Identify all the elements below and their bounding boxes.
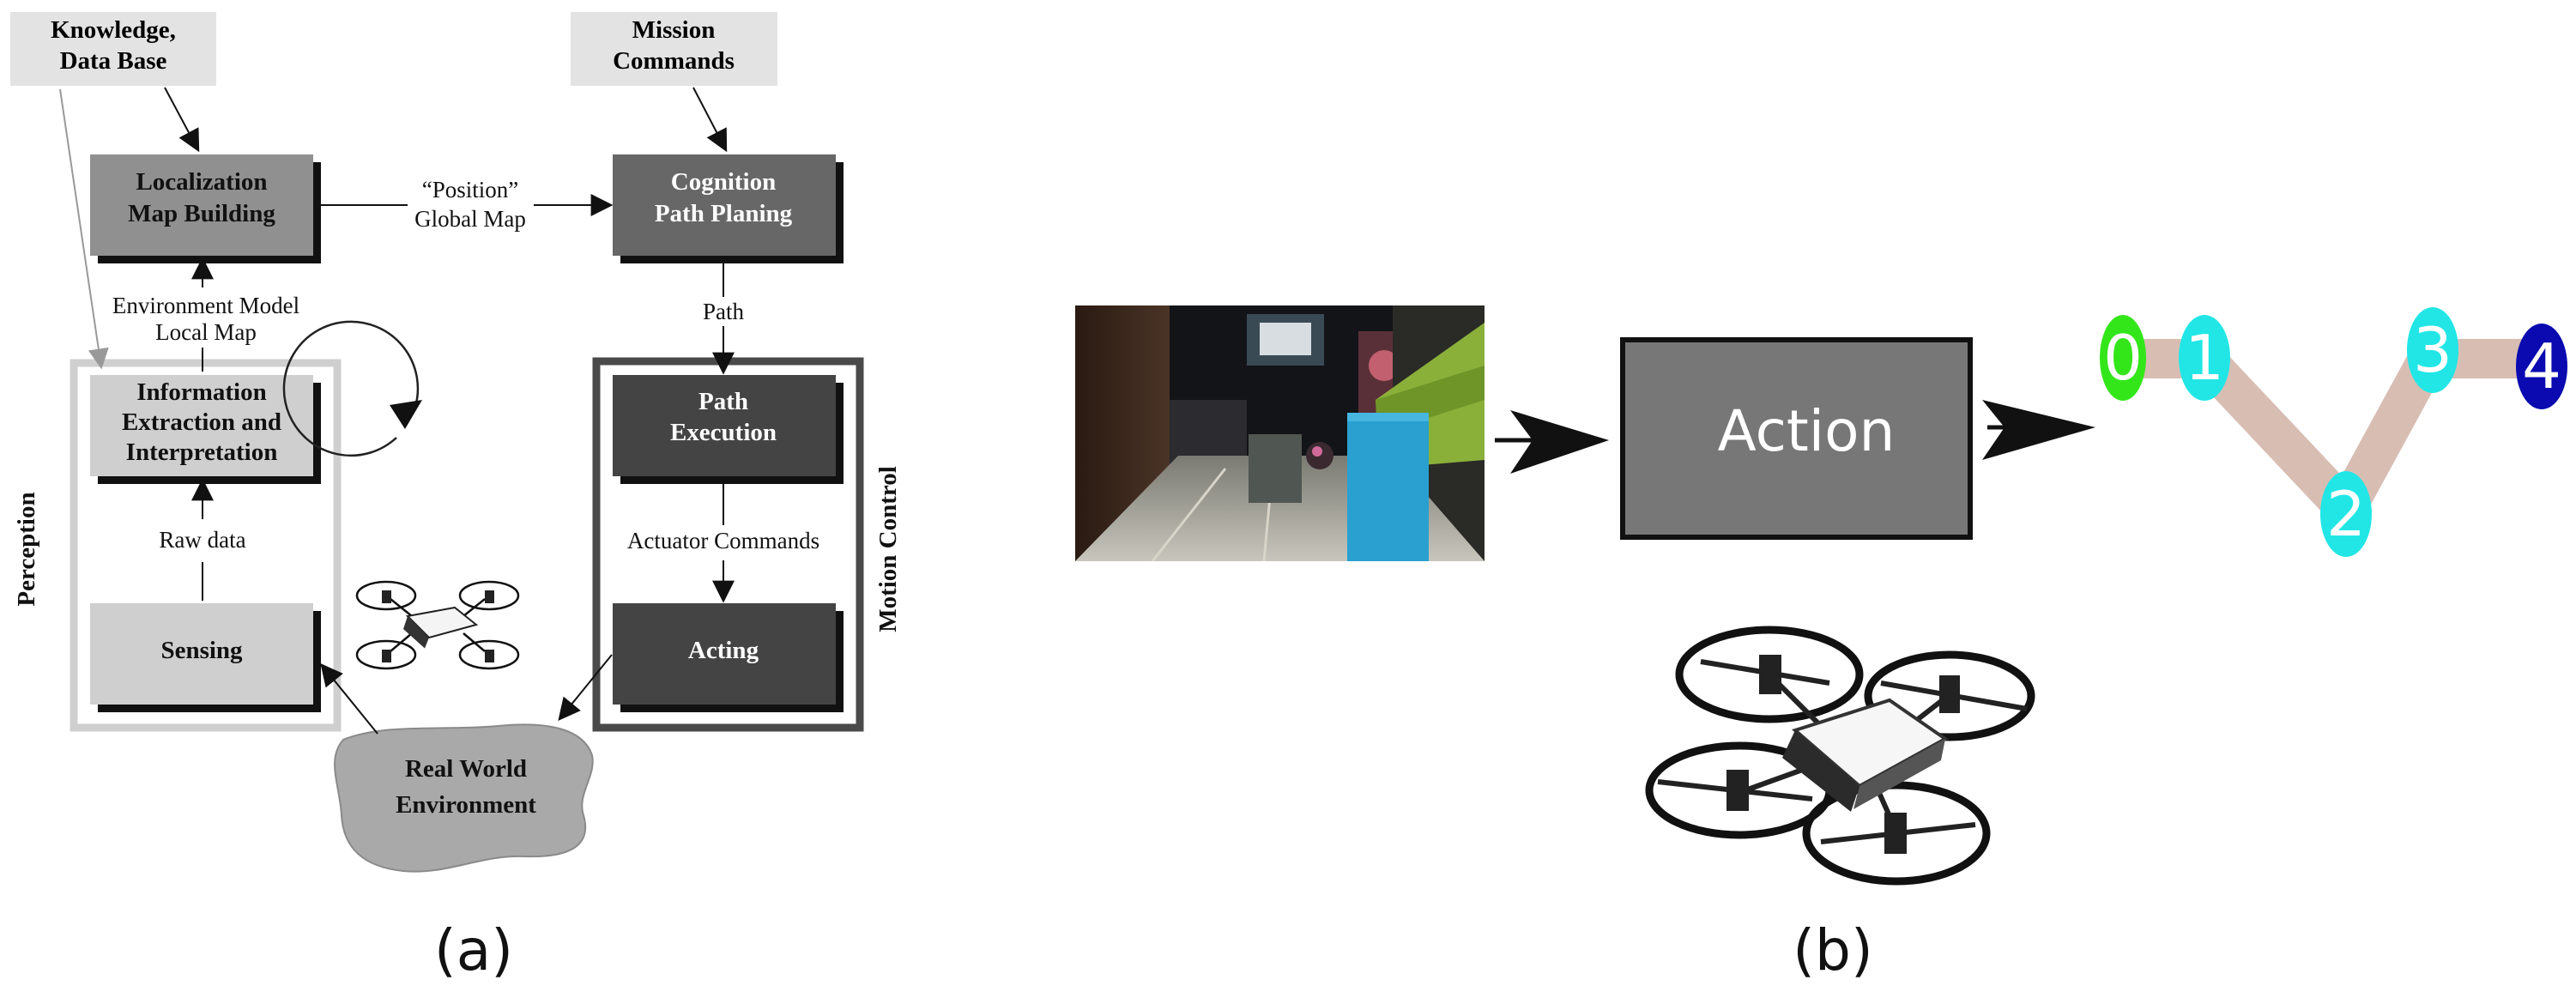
cognition-path-planing-box: Cognition Path Planing [613, 154, 844, 263]
motion-control-group-label: Motion Control [874, 466, 902, 632]
drone-icon [355, 580, 520, 670]
panel-a: Knowledge, Data Base Mission Commands Lo… [10, 12, 902, 983]
action-label: Action [1718, 398, 1896, 464]
perception-group-border [70, 359, 342, 732]
arrow-knowledge-to-information [59, 88, 109, 370]
actuator-commands-label: Actuator Commands [627, 528, 819, 553]
graph-node-4-label: 4 [2522, 330, 2561, 402]
localization-line-2: Map Building [128, 200, 275, 227]
arrow-mission-to-cognition [692, 87, 728, 153]
graph-node-3-label: 3 [2413, 314, 2452, 386]
perception-group-label: Perception [13, 492, 40, 606]
caption-b: (b) [1793, 917, 1872, 983]
arrow-world-to-sensing [320, 662, 378, 735]
path-execution-line-2: Execution [670, 419, 777, 446]
knowledge-line-2: Data Base [60, 47, 167, 75]
real-world-line-2: Environment [396, 791, 536, 819]
sensing-label: Sensing [160, 637, 243, 664]
mission-line-1: Mission [632, 16, 716, 44]
cognition-line-2: Path Planing [655, 200, 793, 227]
mission-commands-note: Mission Commands [571, 12, 777, 86]
cycle-arrow-icon [282, 320, 422, 457]
acting-label: Acting [688, 637, 759, 664]
real-world-line-1: Real World [405, 755, 527, 783]
path-execution-line-1: Path [698, 388, 748, 415]
graph-node-3: 3 [2407, 307, 2458, 393]
information-line-1: Information [136, 378, 266, 406]
arrow-image-to-action [1495, 410, 1609, 474]
arrow-acting-to-world [558, 654, 613, 722]
action-box: Action [1620, 337, 1973, 540]
graph-node-2-label: 2 [2326, 478, 2366, 550]
panel-b: Action 0 1 2 3 [1075, 305, 2567, 983]
knowledge-database-note: Knowledge, Data Base [10, 12, 216, 86]
graph-node-1-label: 1 [2185, 322, 2224, 394]
acting-box: Acting [613, 603, 844, 712]
position-label-line-1: “Position” [422, 177, 519, 203]
drone-icon-large [1645, 626, 2035, 886]
graph-edge-1-2 [2190, 345, 2361, 523]
raw-data-label: Raw data [159, 527, 245, 553]
caption-a: (a) [434, 917, 513, 983]
sensing-box: Sensing [90, 603, 321, 712]
panel-a-arrows [59, 87, 735, 735]
localization-map-building-box: Localization Map Building [90, 154, 321, 263]
arrow-knowledge-to-localization [164, 87, 200, 153]
information-line-3: Interpretation [126, 439, 278, 466]
graph-node-2: 2 [2320, 471, 2372, 557]
path-execution-box: Path Execution [613, 375, 844, 484]
arrow-action-to-graph [1982, 400, 2095, 460]
graph-node-0: 0 [2100, 315, 2146, 401]
environment-model-label-line-1: Environment Model [112, 293, 299, 318]
real-world-environment-blob: Real World Environment [334, 723, 594, 873]
camera-view-image [1075, 305, 1485, 561]
mission-line-2: Commands [613, 47, 735, 75]
path-label: Path [703, 299, 745, 324]
graph-node-1: 1 [2179, 315, 2230, 401]
environment-model-label-line-2: Local Map [155, 319, 257, 345]
knowledge-line-1: Knowledge, [51, 16, 176, 44]
graph-node-0-label: 0 [2103, 322, 2143, 394]
information-extraction-box: Information Extraction and Interpretatio… [90, 375, 321, 484]
position-label-line-2: Global Map [414, 206, 526, 232]
graph-node-4: 4 [2516, 324, 2567, 409]
cognition-line-1: Cognition [671, 168, 776, 196]
localization-line-1: Localization [136, 168, 267, 196]
information-line-2: Extraction and [122, 408, 281, 436]
